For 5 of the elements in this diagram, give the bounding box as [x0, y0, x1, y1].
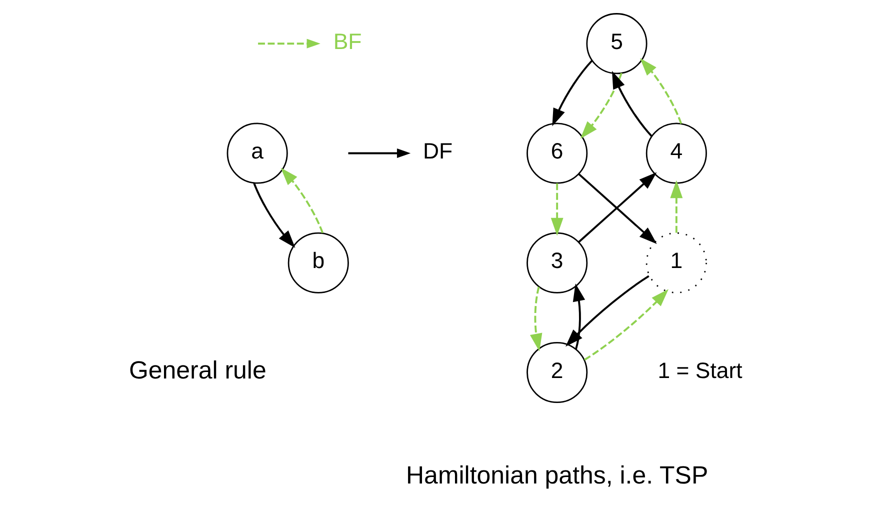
- legend-label: DF: [422, 138, 453, 164]
- legend-label: BF: [333, 28, 362, 54]
- label: General rule: [128, 356, 266, 385]
- label: Hamiltonian paths, i.e. TSP: [406, 461, 708, 490]
- node-label: 1 = Start: [658, 358, 742, 383]
